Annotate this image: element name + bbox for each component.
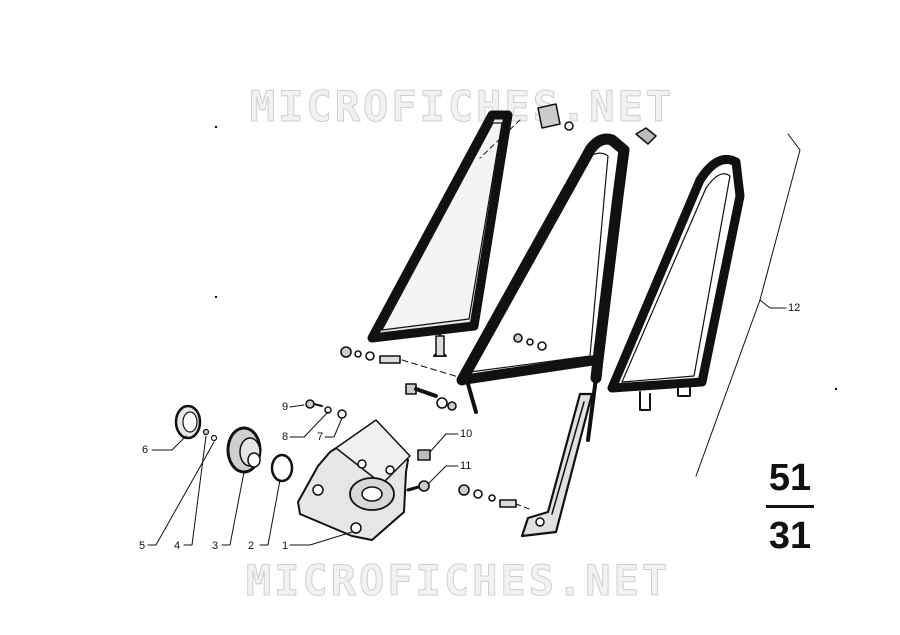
cover-cap bbox=[174, 404, 202, 440]
leader-lines bbox=[147, 133, 801, 546]
circlip bbox=[210, 434, 218, 442]
callout-11: 11 bbox=[460, 460, 472, 472]
callout-1: 1 bbox=[282, 540, 289, 552]
callout-10: 10 bbox=[460, 428, 473, 440]
callout-9: 9 bbox=[282, 401, 289, 413]
group-number-main: 51 bbox=[768, 457, 812, 499]
callout-8: 8 bbox=[282, 431, 289, 443]
callout-5: 5 bbox=[139, 540, 146, 552]
vent-frame bbox=[456, 133, 630, 442]
spring-washer bbox=[202, 428, 210, 436]
callout-4: 4 bbox=[174, 540, 181, 552]
callout-12: 12 bbox=[788, 302, 801, 314]
vent-pivot-bracket bbox=[479, 103, 574, 159]
regulator-housing bbox=[297, 419, 411, 541]
top-clip bbox=[635, 127, 657, 145]
vent-glass bbox=[367, 110, 513, 357]
window-seal bbox=[607, 154, 745, 411]
group-number-sub: 31 bbox=[768, 515, 812, 557]
callout-7: 7 bbox=[317, 431, 324, 443]
retaining-ring bbox=[270, 453, 294, 483]
group-number-divider bbox=[766, 505, 814, 508]
watermark-top: MICROFICHES.NET bbox=[249, 82, 675, 132]
callout-6: 6 bbox=[142, 444, 149, 456]
guide-rail bbox=[520, 392, 594, 538]
hardware-row bbox=[340, 333, 547, 511]
callout-3: 3 bbox=[212, 540, 219, 552]
watermark-bottom: MICROFICHES.NET bbox=[245, 556, 671, 606]
small-screws bbox=[305, 399, 347, 419]
drive-gear bbox=[226, 426, 262, 474]
callout-2: 2 bbox=[248, 540, 255, 552]
